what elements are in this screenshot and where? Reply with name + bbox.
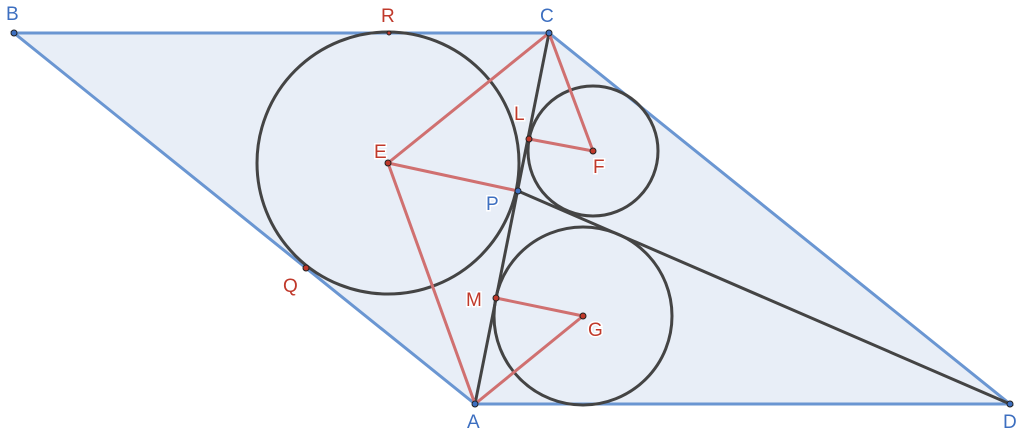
point-G[interactable] — [579, 312, 587, 320]
point-C[interactable] — [545, 29, 553, 37]
segment-AG — [474, 314, 584, 406]
point-L[interactable] — [525, 135, 533, 143]
segment-CF — [547, 32, 595, 152]
label-B: B — [6, 4, 19, 25]
point-B[interactable] — [10, 29, 18, 37]
segment-LF — [528, 137, 594, 153]
circle-F — [526, 84, 660, 218]
segment-EA — [386, 162, 477, 405]
point-A[interactable] — [471, 400, 479, 408]
point-M[interactable] — [492, 294, 500, 302]
point-Q[interactable] — [302, 264, 310, 272]
label-C: C — [540, 6, 554, 27]
label-R: R — [381, 6, 395, 27]
point-P[interactable] — [514, 187, 522, 195]
segment-EP — [387, 161, 519, 193]
point-D[interactable] — [1006, 400, 1014, 408]
point-F[interactable] — [589, 147, 597, 155]
label-P: P — [486, 194, 499, 215]
label-A: A — [467, 412, 480, 433]
label-Q: Q — [283, 276, 298, 297]
segment-MG — [495, 296, 584, 318]
label-L: L — [514, 104, 525, 125]
label-D: D — [1003, 412, 1017, 433]
segment-CE — [387, 31, 550, 165]
label-M: M — [466, 290, 482, 311]
point-E[interactable] — [384, 159, 392, 167]
label-E: E — [374, 142, 387, 163]
segment-PD — [517, 189, 1011, 406]
label-G: G — [588, 320, 603, 341]
point-R[interactable] — [386, 30, 392, 36]
label-F: F — [593, 157, 605, 178]
segment-AC — [473, 32, 551, 405]
